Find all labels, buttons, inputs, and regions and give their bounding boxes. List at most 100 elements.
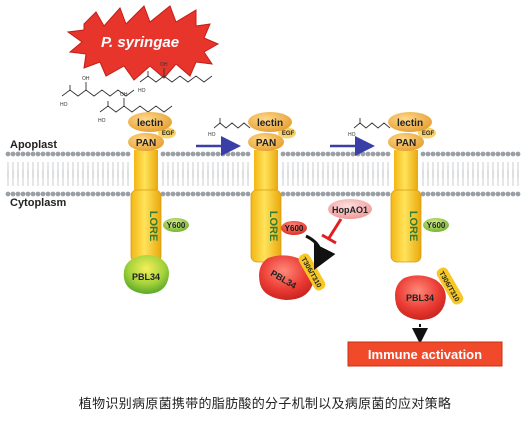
lipid-head <box>420 151 426 157</box>
lipid-head <box>335 191 341 197</box>
lipid-head <box>485 151 491 157</box>
lipid-head <box>285 191 291 197</box>
lipid-head <box>80 151 86 157</box>
lipid-head <box>280 191 286 197</box>
lipid-head <box>55 151 61 157</box>
lipid-head <box>365 151 371 157</box>
lipid-head <box>325 191 331 197</box>
lipid-head <box>420 191 426 197</box>
phosphorylation-arrow <box>305 234 336 271</box>
lipid-head <box>310 191 316 197</box>
lipid-head <box>175 191 181 197</box>
lipid-head <box>55 191 61 197</box>
lipid-head <box>450 151 456 157</box>
lipid-head <box>465 151 471 157</box>
lipid-head <box>175 151 181 157</box>
y600-site <box>281 221 307 235</box>
lipid-head <box>445 191 451 197</box>
lipid-head <box>295 151 301 157</box>
egf-domain <box>158 127 176 139</box>
lipid-head <box>220 151 226 157</box>
lipid-head <box>325 151 331 157</box>
lipid-head <box>205 151 211 157</box>
lectin-label: lectin <box>137 118 163 129</box>
lipid-head <box>455 191 461 197</box>
svg-text:HO: HO <box>98 118 106 124</box>
lipid-head <box>305 151 311 157</box>
lipid-head <box>180 151 186 157</box>
pathogen-name: P. syringae <box>101 34 179 51</box>
lectin-domain <box>388 112 432 132</box>
lipid-head <box>505 151 511 157</box>
lipid-head <box>215 191 221 197</box>
lipid-head <box>470 191 476 197</box>
egf-label: EGF <box>282 131 295 137</box>
lipid-head <box>230 151 236 157</box>
lipid-head <box>515 151 521 157</box>
lipid-head <box>180 191 186 197</box>
receptor-stem <box>134 150 158 190</box>
lipid-head <box>505 191 511 197</box>
lipid-head <box>240 151 246 157</box>
lipid-head <box>375 191 381 197</box>
svg-text:OH: OH <box>82 76 90 82</box>
y600-label: Y600 <box>427 221 446 230</box>
lipid-head <box>160 191 166 197</box>
hopao1-effector <box>328 199 372 219</box>
lipid-head <box>510 191 516 197</box>
lipid-head <box>385 191 391 197</box>
lipid-head <box>185 191 191 197</box>
fatty-acid-molecule: HO OH <box>138 62 213 94</box>
lipid-head <box>425 151 431 157</box>
lipid-head <box>355 151 361 157</box>
lipid-head <box>310 151 316 157</box>
lipid-head <box>200 151 206 157</box>
lipid-head <box>350 191 356 197</box>
egf-domain <box>278 127 296 139</box>
lore-receptor-resting: LORE PAN EGF lectin Y600 PBL34 <box>123 112 189 294</box>
lipid-head <box>350 151 356 157</box>
lipid-head <box>335 151 341 157</box>
lipid-head <box>490 151 496 157</box>
lipid-head <box>170 151 176 157</box>
apoplast-label: Apoplast <box>10 139 57 151</box>
lipid-head <box>380 151 386 157</box>
hopao1-label: HopAO1 <box>332 205 368 215</box>
lipid-head <box>95 151 101 157</box>
lipid-head <box>215 151 221 157</box>
lipid-head <box>300 151 306 157</box>
lipid-head <box>30 191 36 197</box>
lore-signaling-diagram: P. syringae HO OH HO OH HO OH Apoplast C… <box>5 5 521 367</box>
lipid-head <box>340 151 346 157</box>
pan-label: PAN <box>136 138 156 149</box>
lipid-head <box>195 191 201 197</box>
lipid-head <box>30 151 36 157</box>
pathogen-starburst: P. syringae <box>66 5 220 81</box>
lipid-head <box>435 151 441 157</box>
lipid-head <box>225 151 231 157</box>
lipid-head <box>360 151 366 157</box>
pan-domain <box>388 133 424 151</box>
lipid-head <box>40 151 46 157</box>
lipid-head <box>280 151 286 157</box>
lipid-head <box>50 151 56 157</box>
lipid-head <box>60 191 66 197</box>
lipid-head <box>170 191 176 197</box>
lipid-head <box>375 151 381 157</box>
lipid-head <box>315 191 321 197</box>
lipid-head <box>85 191 91 197</box>
lipid-head <box>425 191 431 197</box>
svg-text:HO: HO <box>138 88 146 94</box>
lipid-head <box>500 151 506 157</box>
lipid-head <box>235 151 241 157</box>
inhibition-line <box>327 218 343 239</box>
lipid-head <box>345 191 351 197</box>
bound-fatty-acid: HO <box>208 118 251 138</box>
lipid-head <box>385 151 391 157</box>
lipid-head <box>230 191 236 197</box>
lipid-head <box>35 191 41 197</box>
pbl34-kinase <box>123 255 169 294</box>
svg-text:HO: HO <box>348 132 356 138</box>
lipid-head <box>120 151 126 157</box>
lipid-head <box>40 191 46 197</box>
